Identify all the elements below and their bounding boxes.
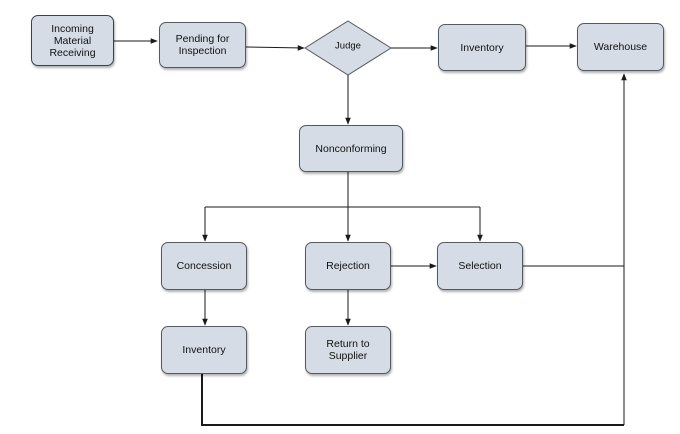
node-label: Incoming Material Receiving xyxy=(49,22,96,59)
node-return-to-supplier: Return to Supplier xyxy=(305,326,391,374)
node-incoming-material-receiving: Incoming Material Receiving xyxy=(31,15,114,66)
node-inventory-top: Inventory xyxy=(438,24,526,71)
node-label: Rejection xyxy=(326,260,370,272)
node-nonconforming: Nonconforming xyxy=(299,125,403,172)
node-selection: Selection xyxy=(437,242,523,290)
node-label: Inventory xyxy=(182,344,226,356)
node-label: Selection xyxy=(458,260,502,272)
node-label: Nonconforming xyxy=(315,142,387,155)
connector-inventory-return-loop xyxy=(201,373,624,426)
node-concession: Concession xyxy=(161,242,247,290)
node-rejection: Rejection xyxy=(305,242,391,290)
node-label: Pending for Inspection xyxy=(175,33,230,57)
node-label: Inventory xyxy=(460,41,504,54)
node-judge-label: Judge xyxy=(335,40,361,52)
node-label: Warehouse xyxy=(593,41,648,53)
node-pending-for-inspection: Pending for Inspection xyxy=(159,22,246,68)
node-label: Concession xyxy=(176,260,232,272)
node-inventory-bottom: Inventory xyxy=(161,326,247,374)
node-warehouse: Warehouse xyxy=(577,23,664,71)
node-label: Return to Supplier xyxy=(326,338,370,362)
arrow-pending-to-judge xyxy=(245,45,305,51)
